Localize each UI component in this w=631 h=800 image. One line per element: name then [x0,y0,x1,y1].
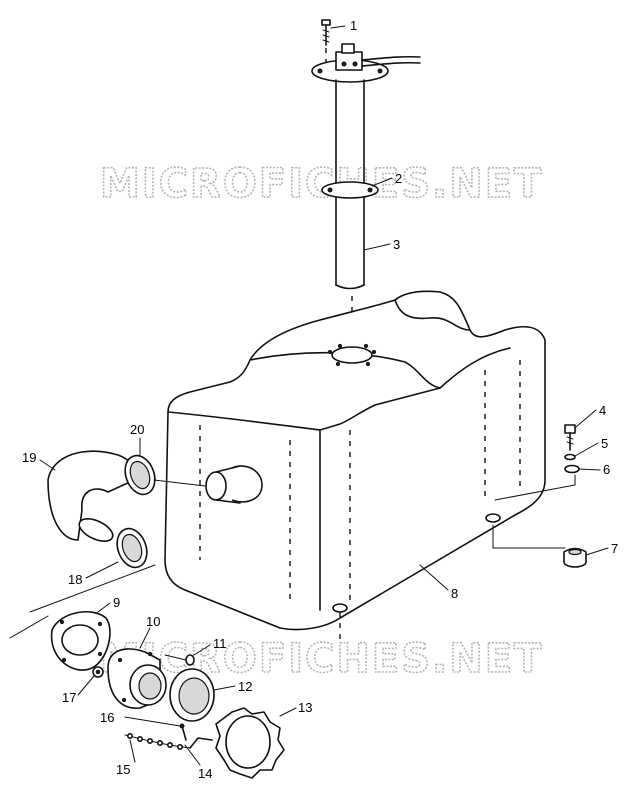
callout-20: 20 [130,422,144,437]
sender-flange [311,43,421,83]
callout-9: 9 [113,595,120,610]
part-5-washer [564,453,576,461]
part-12-seal-ring [169,668,215,722]
part-4-bolt [564,424,576,451]
part-10-filler-neck [107,648,167,709]
part-6-nut [564,464,580,474]
part-19-elbow-hose [47,450,135,542]
part-18-hose-clamp [116,527,148,569]
part-11-fitting [164,654,195,666]
callout-11: 11 [213,636,227,651]
leader-lines [39,25,609,766]
callout-17: 17 [62,690,76,705]
callout-15: 15 [116,762,130,777]
callout-3: 3 [393,237,400,252]
part-1-screw [321,19,331,64]
part-8-fuel-tank [164,290,576,640]
part-17-nut [92,666,104,678]
part-13-fuel-cap [215,707,285,779]
callout-10: 10 [146,614,160,629]
part-14-tether-clip [189,737,213,749]
callout-19: 19 [22,450,36,465]
callout-7: 7 [611,541,618,556]
part-7-grommet [563,547,587,568]
watermark-bottom: MICROFICHES.NET [100,636,543,682]
callout-2: 2 [395,171,402,186]
callout-1: 1 [350,18,357,33]
callout-16: 16 [100,710,114,725]
callout-6: 6 [603,462,610,477]
callout-12: 12 [238,679,252,694]
callout-13: 13 [298,700,312,715]
callout-18: 18 [68,572,82,587]
callout-5: 5 [601,436,608,451]
part-16-tether-pin [179,723,187,741]
watermark-top: MICROFICHES.NET [100,161,543,207]
part-9-gasket-plate [9,564,156,671]
callout-14: 14 [198,766,212,781]
callout-4: 4 [599,403,606,418]
part-15-tether-chain [124,732,191,750]
part-20-hose-clamp [124,454,206,496]
callout-8: 8 [451,586,458,601]
callout-labels: 1 2 3 4 5 6 7 8 9 10 11 12 13 14 15 16 1… [22,18,618,781]
part-2-gasket [321,181,379,199]
